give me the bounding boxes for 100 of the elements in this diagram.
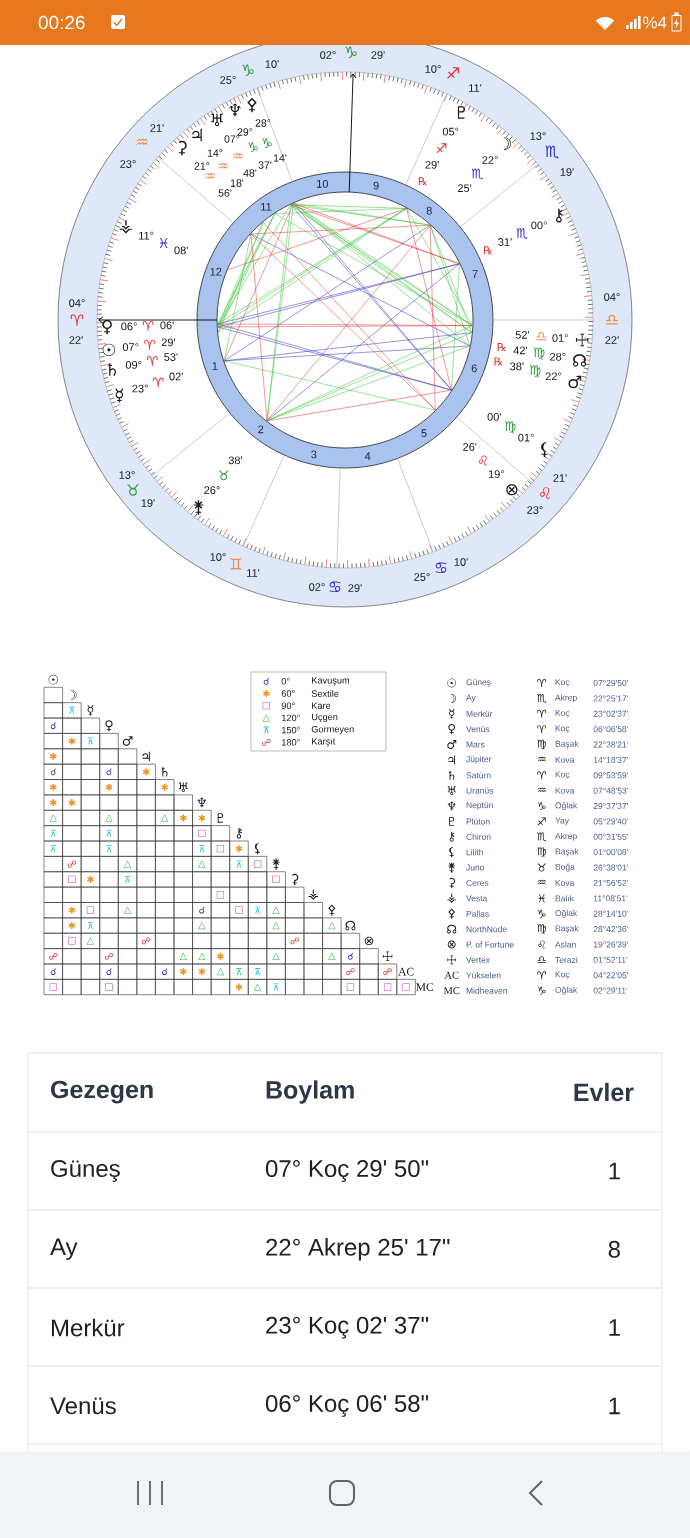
aspect-symbol: △: [198, 860, 206, 868]
planet-glyph: ⚶: [447, 893, 457, 903]
degree-label: 01°: [552, 334, 568, 342]
aspect-symbol: ☍: [383, 968, 392, 976]
degree-label: 23°: [527, 506, 543, 514]
planet-glyph: ⚳: [178, 140, 187, 156]
zodiac-glyph: ♈: [146, 356, 158, 366]
planet-name: Chiron: [466, 833, 491, 840]
retrograde-mark: ℞: [483, 246, 492, 255]
minute-label: 53': [164, 353, 178, 361]
planet-name: Juno: [466, 864, 485, 871]
position-label: 06°06'58': [593, 726, 628, 733]
aspect-symbol: ✱: [235, 983, 243, 991]
degree-label: 25°: [220, 76, 236, 84]
zodiac-glyph: ♏: [516, 228, 528, 240]
aspect-symbol: ⊼: [50, 829, 56, 837]
aspect-symbol: △: [216, 968, 225, 976]
aspect-symbol: ☍: [67, 860, 77, 868]
planet-glyph: ⚴: [448, 908, 456, 919]
zodiac-glyph: ♋: [435, 562, 447, 573]
aspect-symbol: ✱: [262, 690, 270, 697]
minute-label: 26': [463, 443, 477, 451]
zodiac-glyph: ♈: [537, 971, 547, 980]
aspect-symbol: ✱: [179, 814, 187, 822]
sign-name: Aslan: [555, 941, 576, 948]
aspect-symbol: ☍: [141, 937, 151, 945]
planet-glyph: ♆: [447, 801, 456, 811]
aspect-symbol: ☌: [263, 677, 269, 685]
aspect-symbol: ⊼: [199, 845, 205, 853]
aspect-symbol: △: [328, 952, 336, 960]
aspect-symbol: △: [328, 921, 336, 930]
zodiac-glyph: ♈: [142, 320, 154, 331]
angle-abbreviation: AC: [444, 971, 459, 979]
aspect-symbol: ☍: [346, 968, 355, 976]
aspect-name: Kare: [312, 702, 331, 709]
planet-name: Merkür: [466, 710, 493, 717]
degree-label: 29°: [237, 128, 253, 136]
angle-label: 120°: [282, 714, 300, 722]
position-label: 05°29'40': [593, 818, 628, 825]
degree-label: 02°: [309, 583, 325, 591]
angle-abbreviation: AC: [398, 967, 414, 976]
degree-label: 21°: [194, 162, 210, 170]
planet-glyph: ♄: [161, 767, 168, 777]
angle-abbreviation: MC: [416, 983, 433, 991]
aspect-symbol: □: [86, 906, 95, 914]
sign-name: Akrep: [555, 694, 577, 703]
degree-label: 07°: [224, 135, 240, 143]
zodiac-glyph: ♍: [504, 421, 516, 434]
sign-name: Kova: [555, 756, 575, 763]
planet-name: Venüs: [466, 726, 490, 733]
aspect-name: Kavuşum: [312, 677, 350, 686]
planet-glyph: ♂: [122, 736, 133, 746]
sign-name: Yay: [555, 817, 569, 826]
degree-label: 14°: [207, 149, 223, 157]
aspect-symbol: ⊼: [87, 922, 93, 930]
position-label: 29°37'37': [593, 803, 628, 810]
position-label: 11°08'51': [593, 895, 628, 902]
minute-label: 06': [160, 321, 174, 330]
battery-percent: %4: [643, 16, 667, 29]
aspect-symbol: □: [216, 845, 225, 853]
aspect-symbol: ✱: [68, 799, 76, 807]
aspect-symbol: ☌: [50, 722, 56, 730]
degree-label: 13°: [119, 471, 135, 479]
aspect-symbol: □: [235, 906, 243, 914]
planet-glyph: ☩: [447, 955, 457, 965]
degree-label: 06°: [121, 322, 137, 331]
zodiac-glyph: ♎: [536, 332, 547, 341]
zodiac-glyph: ♌: [538, 940, 546, 949]
aspect-symbol: ✱: [198, 814, 206, 822]
aspect-symbol: ⊼: [106, 829, 112, 837]
planet-glyph: ♀: [448, 724, 456, 735]
position-label: 23°02'37': [593, 710, 628, 717]
aspect-symbol: ☌: [106, 968, 112, 976]
zodiac-glyph: ♎: [606, 314, 618, 325]
planet-glyph: ☿: [87, 704, 94, 716]
aspect-symbol: △: [123, 860, 132, 868]
angle-label: 150°: [282, 726, 300, 734]
planet-glyph: ☽: [503, 137, 512, 150]
aspect-symbol: ✱: [105, 783, 113, 791]
degree-label: 22°: [482, 156, 498, 164]
planet-name: NorthNode: [466, 925, 507, 933]
planet-glyph: ☉: [48, 674, 58, 685]
planet-glyph: ⚸: [449, 847, 454, 858]
sign-name: Başak: [555, 740, 579, 749]
angle-abbreviation: MC: [443, 987, 460, 995]
sign-name: Akrep: [555, 832, 577, 841]
planet-glyph: ♂: [568, 375, 582, 389]
zodiac-glyph: ♐: [447, 67, 459, 79]
planet-glyph: ⊗: [447, 940, 456, 949]
house-number: 10: [317, 180, 328, 188]
minute-label: 19': [560, 168, 574, 176]
planet-glyph: ♀: [105, 720, 113, 732]
planet-glyph: ⚴: [328, 904, 336, 916]
zodiac-glyph: ♈: [537, 709, 547, 718]
planet-glyph: ☽: [70, 690, 77, 700]
position-label: 21°56'52': [593, 879, 628, 886]
planet-name: Vertex: [466, 956, 490, 963]
planet-glyph: ⊗: [364, 936, 374, 946]
aspect-symbol: □: [272, 875, 280, 884]
planet-glyph: ⚳: [449, 877, 456, 889]
